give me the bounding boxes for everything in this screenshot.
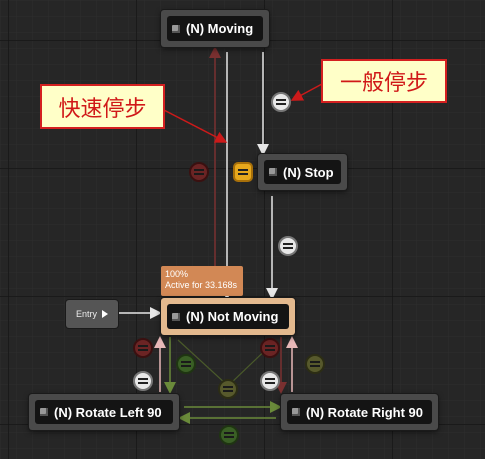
transition-icon-diag-center[interactable] — [218, 379, 238, 399]
state-rotate-right-90[interactable]: (N) Rotate Right 90 — [281, 394, 438, 430]
state-label: (N) Rotate Left 90 — [54, 404, 162, 420]
transition-icon-stop-notmoving[interactable] — [278, 236, 298, 256]
transition-icon-rotate-left-right[interactable] — [219, 425, 239, 445]
entry-node[interactable]: Entry — [66, 300, 118, 328]
state-icon — [40, 408, 48, 416]
link-diag-left — [177, 339, 227, 385]
callout-normal-stop-text: 一般停步 — [339, 71, 428, 96]
transition-icon-notmoving-rotateleft[interactable] — [176, 354, 196, 374]
active-duration: Active for 33.168s — [165, 280, 238, 290]
callout-normal-stop: 一般停步 — [321, 59, 447, 103]
state-icon — [172, 24, 180, 33]
transition-icon-notmoving-rotateright-red[interactable] — [260, 338, 280, 358]
state-icon — [269, 168, 277, 176]
state-not-moving[interactable]: (N) Not Moving — [161, 298, 295, 335]
active-percent: 100% — [165, 269, 189, 279]
callout-quick-stop: 快速停步 — [40, 84, 165, 129]
state-icon — [172, 312, 180, 321]
transition-icon-moving-stop[interactable] — [271, 92, 291, 112]
state-stop[interactable]: (N) Stop — [258, 154, 347, 190]
transition-icon-rotateleft-notmoving[interactable] — [133, 371, 153, 391]
state-label: (N) Moving — [186, 21, 254, 36]
callout-quick-stop-text: 快速停步 — [58, 96, 147, 122]
transition-icon-moving-notmoving[interactable] — [233, 162, 253, 182]
transition-icon-rotateright-notmoving[interactable] — [260, 371, 280, 391]
state-label: (N) Not Moving — [186, 309, 279, 324]
state-rotate-left-90[interactable]: (N) Rotate Left 90 — [29, 394, 179, 430]
active-state-badge: 100% Active for 33.168s — [161, 266, 243, 296]
state-moving[interactable]: (N) Moving — [161, 10, 269, 47]
callout-arrow-normal-stop — [290, 83, 323, 101]
entry-arrow-icon — [102, 310, 108, 318]
transition-icon-rotateright-olive[interactable] — [305, 354, 325, 374]
transition-icon-rotateleft-notmoving-red[interactable] — [133, 338, 153, 358]
entry-label: Entry — [75, 309, 97, 319]
state-label: (N) Stop — [283, 164, 334, 180]
transition-icon-notmoving-moving[interactable] — [189, 162, 209, 182]
callout-arrow-quick-stop — [159, 107, 228, 143]
state-icon — [292, 408, 300, 416]
state-label: (N) Rotate Right 90 — [306, 404, 423, 420]
